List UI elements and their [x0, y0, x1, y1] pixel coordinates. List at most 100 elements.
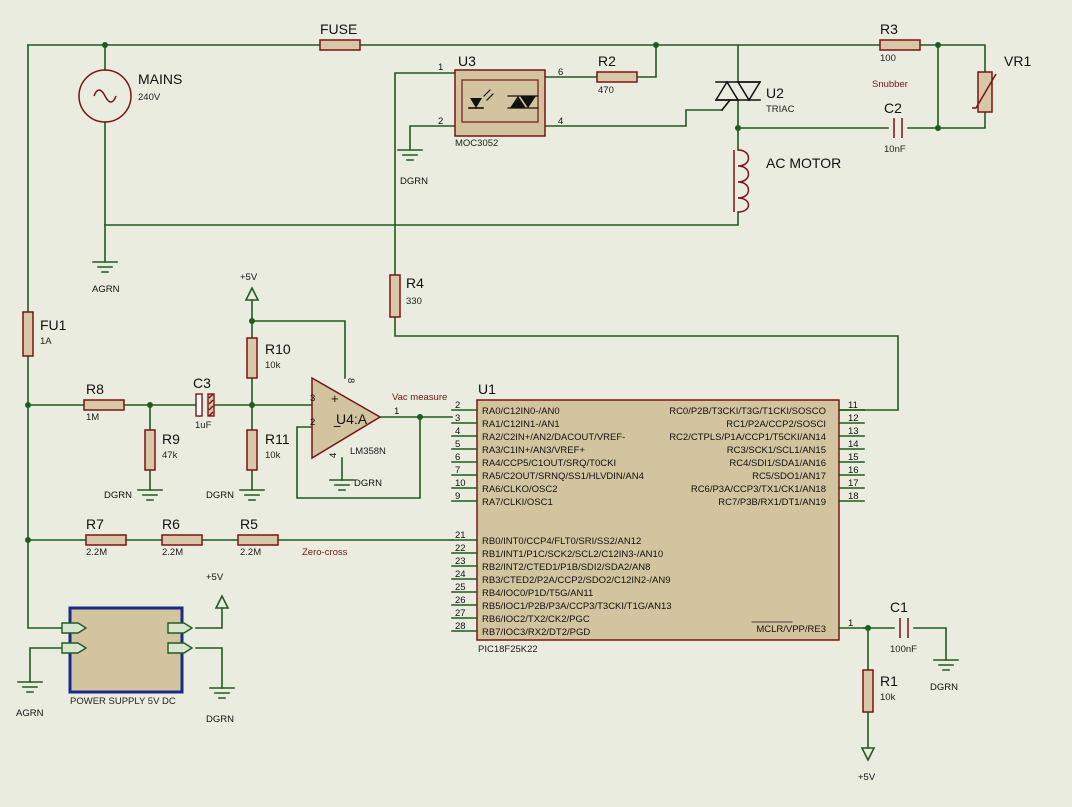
- r7-ref: R7: [86, 516, 104, 532]
- u1-pin-num: 13: [848, 426, 859, 437]
- dgrn-ground-r9: DGRN: [104, 489, 163, 501]
- u1-pin-name: RC2/CTPLS/P1A/CCP1/T5CKI/AN14: [669, 432, 826, 443]
- u1-pin-name: RB7/IOC3/RX2/DT2/PGD: [482, 627, 590, 638]
- agrn-ground-top: AGRN: [92, 261, 120, 295]
- u1-pin-name: RC7/P3B/RX1/DT1/AN19: [718, 497, 826, 508]
- r10-ref: R10: [265, 341, 291, 357]
- mains-source: MAINS 240V: [78, 69, 182, 123]
- u1-pin-num: 23: [455, 556, 466, 567]
- u4-plus: +: [331, 391, 339, 406]
- u3-optocoupler: U3 MOC3052 1 2 6 4: [438, 53, 563, 149]
- c2-capacitor: C2 10nF: [884, 100, 906, 155]
- u1-pin-name: RC5/SDO1/AN17: [752, 471, 826, 482]
- c1-value: 100nF: [890, 644, 917, 655]
- c3-ref: C3: [193, 375, 211, 391]
- fuse-ref: FUSE: [320, 21, 357, 37]
- u2-value: TRIAC: [766, 104, 795, 115]
- u1-ref: U1: [478, 381, 496, 397]
- u1-pin-name: RC3/SCK1/SCL1/AN15: [727, 445, 826, 456]
- u1-pin-num: 3: [455, 413, 460, 424]
- mains-value: 240V: [138, 92, 161, 103]
- dgrn-label: DGRN: [104, 490, 132, 501]
- r1-resistor: R1 10k: [862, 669, 898, 713]
- u1-pin-num: 12: [848, 413, 859, 424]
- u1-pin-num: 15: [848, 452, 859, 463]
- u1-pin-name: RA0/C12IN0-/AN0: [482, 406, 560, 417]
- r7-resistor: R7 2.2M: [85, 516, 127, 558]
- r5-resistor: R5 2.2M: [237, 516, 279, 558]
- fuse-symbol: FUSE: [319, 21, 361, 51]
- u1-pin-name: RB1/INT1/P1C/SCK2/SCL2/C12IN3-/AN10: [482, 549, 663, 560]
- r6-ref: R6: [162, 516, 180, 532]
- u1-pin-num: 25: [455, 582, 466, 593]
- u1-pin-num: 26: [455, 595, 466, 606]
- u1-pin-name: RC4/SDI1/SDA1/AN16: [729, 458, 826, 469]
- r5-ref: R5: [240, 516, 258, 532]
- u1-mclr-num: 1: [848, 618, 853, 629]
- r9-ref: R9: [162, 431, 180, 447]
- u1-pin-num: 11: [848, 400, 858, 411]
- fu1-fuse: FU1 1A: [22, 311, 67, 357]
- junctions: [25, 42, 941, 631]
- u1-pin-num: 16: [848, 465, 859, 476]
- dgrn-label: DGRN: [930, 682, 958, 693]
- u1-right-pins: 11RC0/P2B/T3CKI/T3G/T1CKI/SOSCO12RC1/P2A…: [669, 400, 865, 508]
- r6-value: 2.2M: [162, 547, 183, 558]
- u1-microcontroller: U1 PIC18F25K22 2RA0/C12IN0-/AN03RA1/C12I…: [451, 381, 865, 655]
- u4-pin3: 3: [310, 393, 315, 404]
- u1-pin-num: 9: [455, 491, 460, 502]
- u4-pin2: 2: [310, 417, 315, 428]
- u1-pin-num: 6: [455, 452, 460, 463]
- c1-capacitor: C1 100nF: [890, 599, 917, 655]
- r1-value: 10k: [880, 692, 896, 703]
- u1-left-pins: 2RA0/C12IN0-/AN03RA1/C12IN1-/AN14RA2/C2I…: [451, 400, 672, 638]
- r7-value: 2.2M: [86, 547, 107, 558]
- u1-pin-name: RA5/C2OUT/SRNQ/SS1/HLVDIN/AN4: [482, 471, 644, 482]
- fu1-value: 1A: [40, 336, 52, 347]
- r3-ref: R3: [880, 21, 898, 37]
- u4-ref-label: U4:A: [336, 411, 368, 427]
- dgrn-ground-r11: DGRN: [206, 489, 265, 501]
- u3-pin2: 2: [438, 116, 443, 127]
- u1-pin-num: 4: [455, 426, 460, 437]
- u4-pin1: 1: [394, 406, 399, 417]
- plus5v-label: +5V: [240, 272, 258, 283]
- c2-ref: C2: [884, 100, 902, 116]
- r8-value: 1M: [86, 412, 99, 423]
- vr1-ref: VR1: [1004, 53, 1031, 69]
- r8-resistor: R8 1M: [83, 381, 125, 423]
- r1-ref: R1: [880, 673, 898, 689]
- u1-pin-name: RA3/C1IN+/AN3/VREF+: [482, 445, 585, 456]
- u1-pin-num: 22: [455, 543, 466, 554]
- u1-pin-num: 18: [848, 491, 859, 502]
- u3-pin4: 4: [558, 116, 563, 127]
- r9-resistor: R9 47k: [144, 429, 180, 471]
- power-supply-block: POWER SUPPLY 5V DC: [61, 606, 194, 707]
- fu1-ref: FU1: [40, 317, 67, 333]
- u1-pin-name: RA7/CLKI/OSC1: [482, 497, 553, 508]
- r6-resistor: R6 2.2M: [161, 516, 203, 558]
- u1-pin-name: RB4/IOC0/P1D/T5G/AN11: [482, 588, 593, 599]
- u1-pin-num: 2: [455, 400, 460, 411]
- agrn-label: AGRN: [92, 284, 120, 295]
- plus5v-label: +5V: [858, 772, 876, 783]
- c2-value: 10nF: [884, 144, 906, 155]
- snubber-label: Snubber: [872, 79, 908, 90]
- plus5v-label: +5V: [206, 572, 224, 583]
- u1-pin-name: RA6/CLKO/OSC2: [482, 484, 558, 495]
- u1-pin-num: 14: [848, 439, 859, 450]
- u1-mclr-name: MCLR/VPP/RE3: [756, 624, 826, 635]
- plus5v-terminal-r1: +5V: [858, 747, 876, 783]
